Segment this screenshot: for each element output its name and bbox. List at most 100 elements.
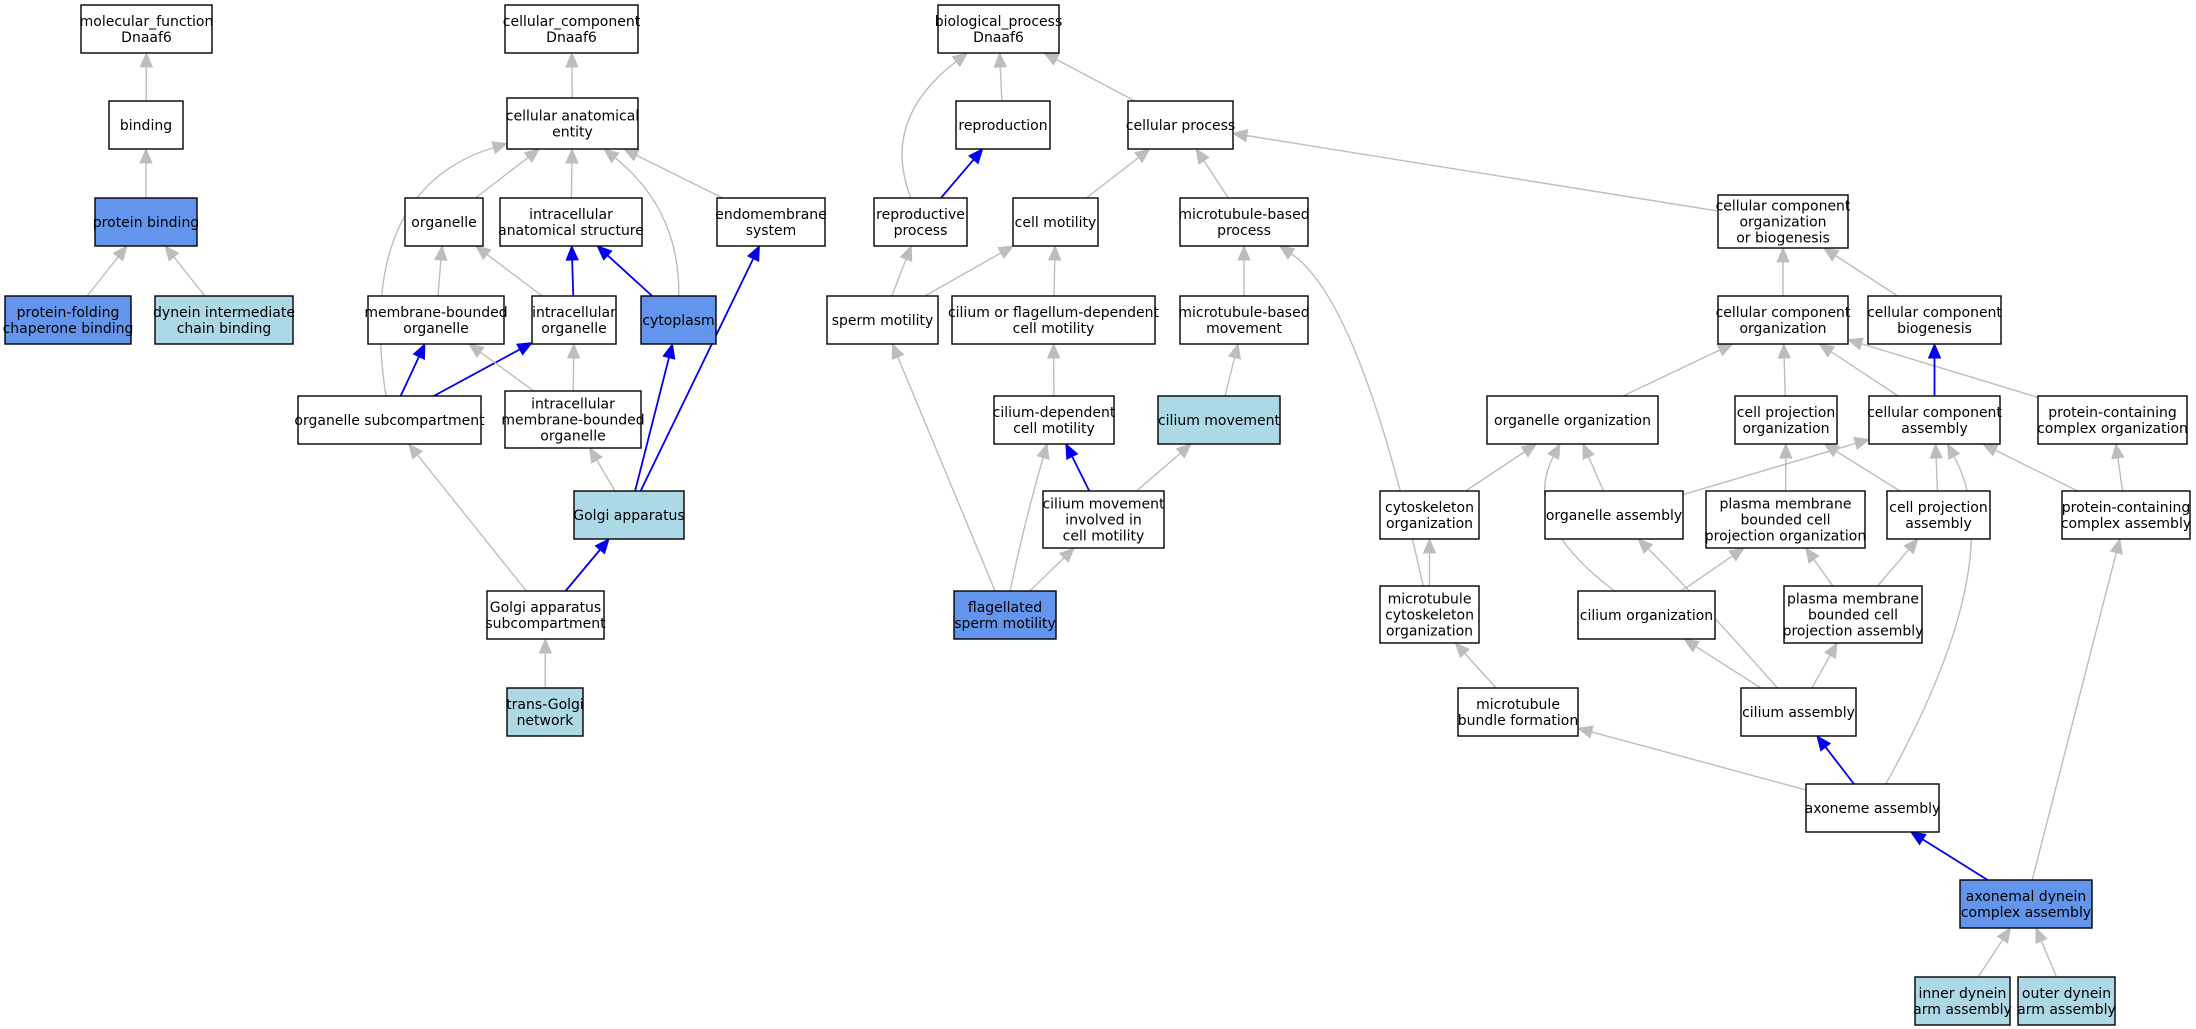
edge-line xyxy=(379,146,494,397)
node-orgasm[interactable]: organelle assembly xyxy=(1544,490,1684,540)
node-box xyxy=(1379,490,1480,540)
node-label-line: cytoplasm xyxy=(642,313,714,329)
node-label-line: Golgi apparatus xyxy=(490,600,601,616)
edge-line xyxy=(1464,652,1497,689)
node-osc[interactable]: organelle subcompartment xyxy=(294,395,485,445)
edge-arrowhead xyxy=(1996,926,2011,944)
node-box xyxy=(1717,194,1849,249)
node-label-line: protein-folding xyxy=(17,305,120,321)
node-cellmot[interactable]: cell motility xyxy=(1012,197,1099,247)
edge-axasm-to-cilasm xyxy=(1816,734,1855,785)
edge-arrowhead xyxy=(603,148,620,164)
edge-arrowhead xyxy=(594,538,610,555)
node-label-line: dynein intermediate xyxy=(153,305,295,321)
node-repro[interactable]: reproduction xyxy=(955,100,1051,150)
edge-line xyxy=(1056,58,1136,102)
edge-arrowhead xyxy=(899,244,913,262)
node-box xyxy=(1012,197,1099,247)
node-cytoplasm[interactable]: cytoplasm xyxy=(640,295,717,345)
node-spermmot[interactable]: sperm motility xyxy=(826,295,939,345)
node-axasm[interactable]: axoneme assembly xyxy=(1805,783,1941,833)
edge-line xyxy=(614,157,680,297)
edge-dicb-to-protbind xyxy=(164,245,206,297)
node-label-line: cilium organization xyxy=(1580,608,1713,624)
node-cilmov[interactable]: cilium movement xyxy=(1157,395,1281,445)
edge-arrowhead xyxy=(891,342,905,360)
node-label-line: organelle xyxy=(411,215,476,231)
edge-cmicm-to-cdcm xyxy=(1065,442,1091,492)
node-label-line: cilium or flagellum-dependent xyxy=(948,305,1160,321)
node-golgi[interactable]: Golgi apparatus xyxy=(573,490,685,540)
edge-fsm-to-spermmot xyxy=(891,342,996,592)
node-orgorg[interactable]: organelle organization xyxy=(1486,395,1659,445)
node-box xyxy=(2061,490,2191,540)
node-cilasm[interactable]: cilium assembly xyxy=(1740,687,1857,737)
edge-line xyxy=(1203,160,1229,199)
edge-cco-to-ccob xyxy=(1776,246,1790,296)
node-label-line: chain binding xyxy=(177,321,272,337)
node-cilorg[interactable]: cilium organization xyxy=(1577,590,1716,640)
node-label-line: organization xyxy=(1386,516,1473,532)
edge-line xyxy=(570,162,573,199)
node-box xyxy=(1457,687,1579,737)
node-box xyxy=(504,4,639,54)
edge-arrowhead xyxy=(1683,638,1700,653)
node-label-line: organelle xyxy=(541,321,606,337)
edge-line xyxy=(1086,157,1139,199)
node-binding[interactable]: binding xyxy=(108,100,184,150)
node-box xyxy=(404,197,484,247)
node-label-line: organization xyxy=(1386,624,1473,640)
edge-arrowhead xyxy=(1175,443,1193,459)
node-box xyxy=(955,100,1051,150)
node-label-line: axonemal dynein xyxy=(1966,889,2086,905)
node-label-line: projection organization xyxy=(1705,529,1866,545)
edge-adca-to-axasm xyxy=(1909,831,1989,881)
node-protbind[interactable]: protein binding xyxy=(93,197,199,247)
edge-pcca-to-pcco xyxy=(2111,442,2125,492)
node-label-line: organelle xyxy=(403,321,468,337)
node-label-line: bounded cell xyxy=(1808,608,1898,624)
edge-arrowhead xyxy=(1042,52,1060,66)
node-organelle[interactable]: organelle xyxy=(404,197,484,247)
node-label-line: trans-Golgi xyxy=(506,697,584,713)
node-cellproc[interactable]: cellular process xyxy=(1126,100,1235,150)
edge-arrowhead xyxy=(746,244,760,262)
edge-golgi-to-endomem xyxy=(639,244,760,492)
